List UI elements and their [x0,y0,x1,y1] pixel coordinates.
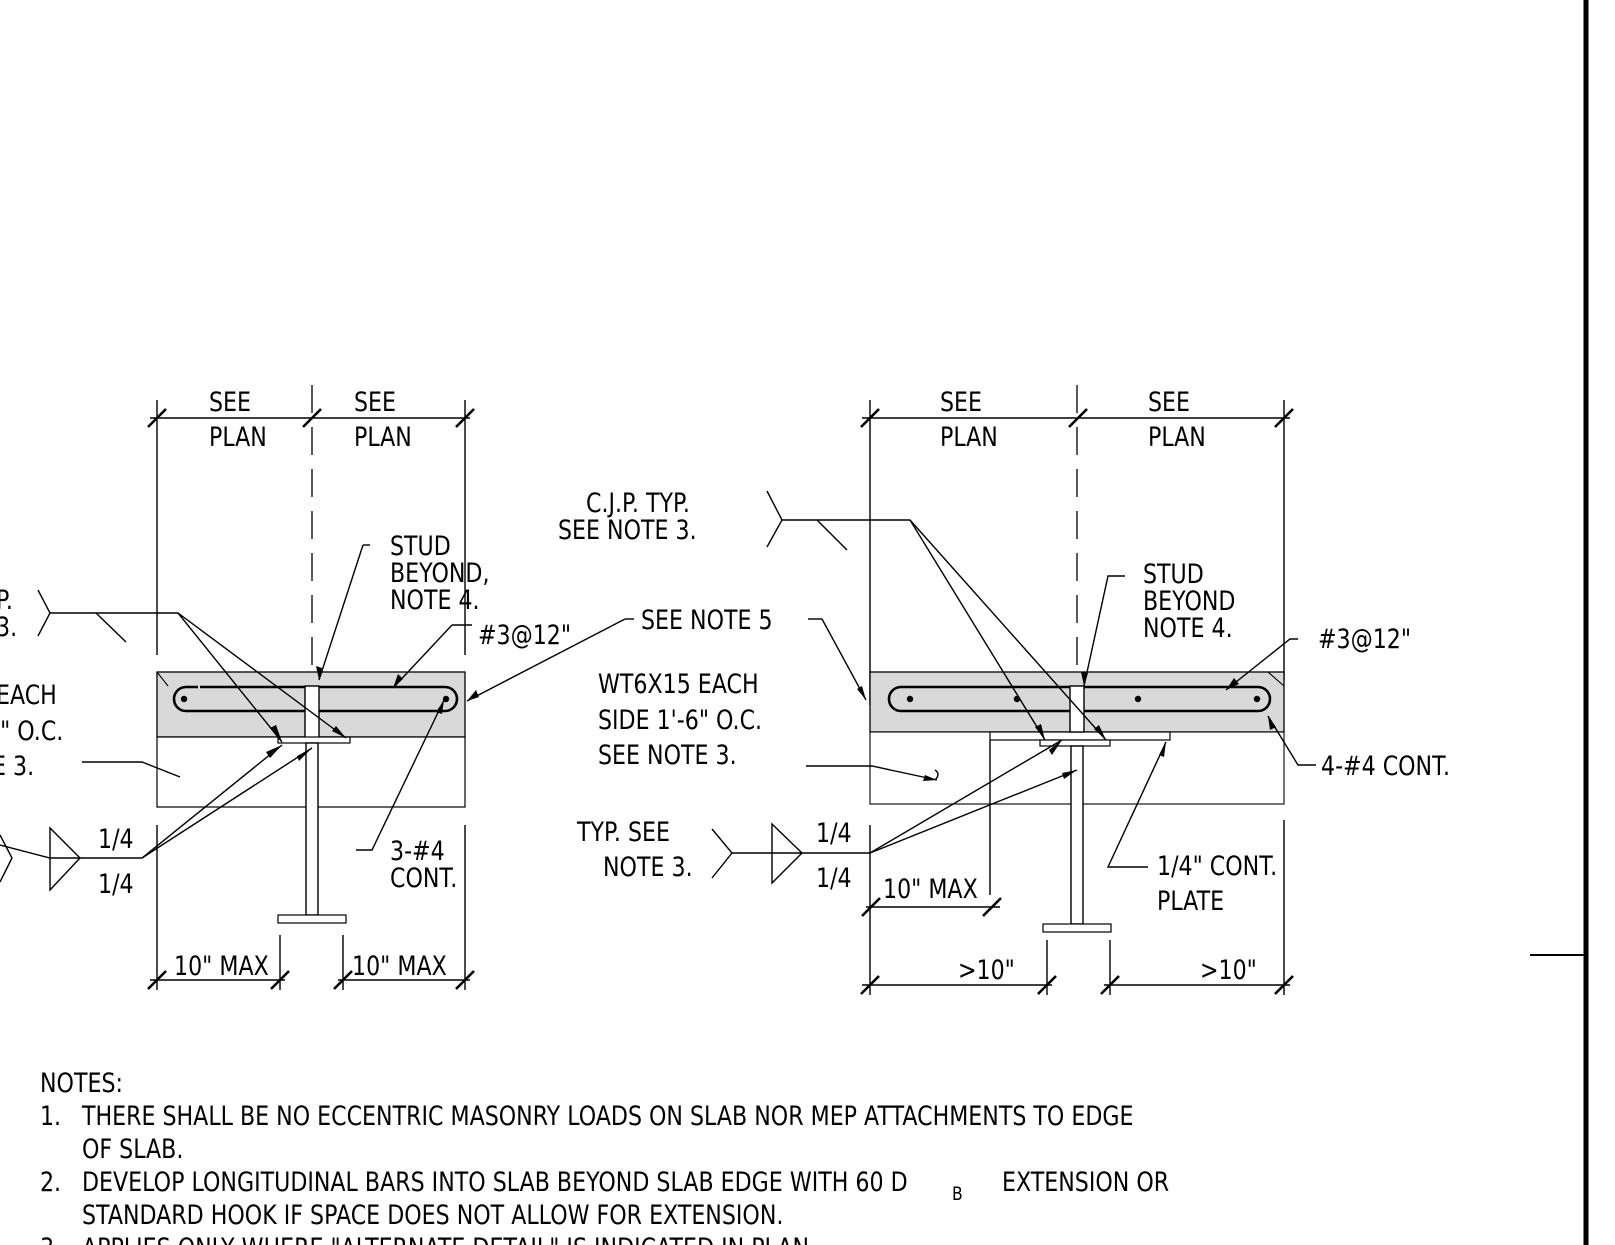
note-line: APPLIES ONLY WHERE "ALTERNATE DETAIL" IS… [82,1232,816,1245]
right-stud [1069,685,1085,733]
left-each-label: 6" O.C. [0,715,63,747]
left-dim-bottom: 10" MAX [174,950,269,982]
plate-label: PLATE [1157,885,1224,917]
left-weld-label: P. [0,584,13,616]
left-detail: SEE PLAN SEE PLAN [0,385,867,990]
right-dim-label: PLAN [1148,421,1206,453]
right-weld-size: 1/4 [816,817,852,849]
right-stud-label: STUD [1143,558,1204,590]
right-rebar-label: #3@12" [1318,623,1411,655]
left-dim-label: PLAN [209,421,267,453]
left-weld-size: 1/4 [98,868,134,900]
note-line: OF SLAB. [82,1133,183,1165]
note-line: DEVELOP LONGITUDINAL BARS INTO SLAB BEYO… [82,1166,908,1198]
note-subscript: B [952,1184,963,1206]
left-stud-label: BEYOND, [390,557,489,589]
note-number: 2. [40,1166,61,1198]
left-cont-label: 3-#4 [390,835,445,867]
typ-weld-label: NOTE 3. [603,851,693,883]
see-note-5-label: SEE NOTE 5 [641,604,773,636]
left-dim-label: SEE [209,386,251,418]
right-cont-plate [989,731,1171,741]
note-number: 1. [40,1100,61,1132]
cjp-label: SEE NOTE 3. [558,514,697,546]
right-dim-max: 10" MAX [883,873,978,905]
plate-label: 1/4" CONT. [1157,850,1277,882]
right-dim-bottom: >10" [1200,954,1257,986]
wt-section-label: WT6X15 EACH [598,668,759,700]
left-weld-label: 3. [0,611,17,643]
right-dim-label: SEE [940,386,982,418]
note-line: EXTENSION OR [1002,1166,1169,1198]
left-steel-beam [277,736,351,924]
left-each-label: E 3. [0,750,34,782]
left-top-dimension: SEE PLAN SEE PLAN [147,386,475,655]
right-cont-label: 4-#4 CONT. [1321,750,1450,782]
right-stud-label: NOTE 4. [1143,612,1233,644]
right-dim-label: SEE [1148,386,1190,418]
cjp-label: C.J.P. TYP. [586,487,690,519]
left-stud-label: NOTE 4. [390,584,480,616]
note-number: 3. [40,1232,61,1245]
left-stud-label: STUD [390,530,451,562]
wt-section-label: SIDE 1'-6" O.C. [598,704,762,736]
wt-section-label: SEE NOTE 3. [598,739,737,771]
left-rebar-label: #3@12" [478,619,571,651]
left-dim-label: SEE [354,386,396,418]
typ-weld-label: TYP. SEE [576,816,670,848]
notes-heading: NOTES: [40,1067,123,1099]
right-steel-beam [1039,739,1112,933]
note-line: THERE SHALL BE NO ECCENTRIC MASONRY LOAD… [81,1100,1133,1132]
left-each-label: EACH [0,679,57,711]
left-dim-label: PLAN [354,421,412,453]
right-dim-bottom: >10" [958,954,1015,986]
left-cont-label: CONT. [390,862,457,894]
right-dim-label: PLAN [940,421,998,453]
right-detail: SEE PLAN SEE PLAN [558,385,1450,995]
right-stud-label: BEYOND [1143,585,1235,617]
right-weld-size: 1/4 [816,862,852,894]
left-weld-size: 1/4 [98,823,134,855]
left-dim-bottom: 10" MAX [352,950,447,982]
note-line: STANDARD HOOK IF SPACE DOES NOT ALLOW FO… [82,1199,783,1231]
notes-block: NOTES: 1. THERE SHALL BE NO ECCENTRIC MA… [40,1067,1169,1245]
